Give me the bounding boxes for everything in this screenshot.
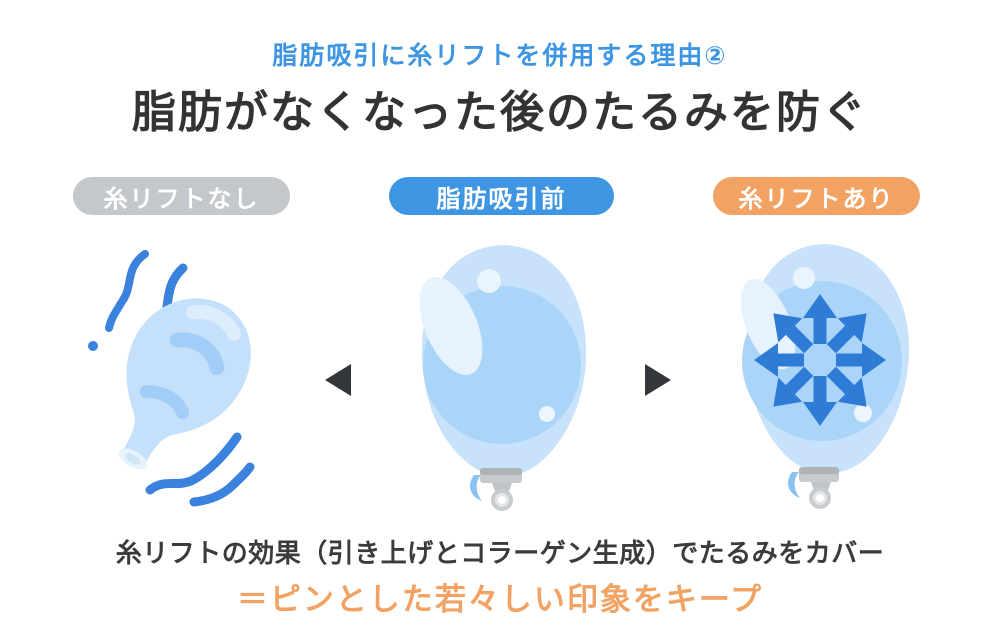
subtitle: 脂肪吸引に糸リフトを併用する理由② <box>272 42 728 70</box>
triangle-left-icon <box>325 364 351 396</box>
deflated-balloon-icon <box>88 250 255 507</box>
footer-result-text: ＝ピンとした若々しい印象をキープ <box>236 582 764 617</box>
page-title: 脂肪がなくなった後のたるみを防ぐ <box>132 88 868 137</box>
badge-with-thread-lift-label: 糸リフトあり <box>738 185 895 213</box>
triangle-right-icon <box>645 364 671 396</box>
badge-no-thread-lift: 糸リフトなし <box>73 177 290 215</box>
badge-before-liposuction-label: 脂肪吸引前 <box>436 185 567 213</box>
badge-before-liposuction: 脂肪吸引前 <box>389 177 614 215</box>
badge-no-thread-lift-label: 糸リフトなし <box>103 185 260 213</box>
balloon-radial-arrows-icon <box>740 244 910 509</box>
footer-effect-text: 糸リフトの効果（引き上げとコラーゲン生成）でたるみをカバー <box>115 538 885 568</box>
inflated-balloon-icon <box>419 245 587 511</box>
badge-with-thread-lift: 糸リフトあり <box>713 177 920 215</box>
